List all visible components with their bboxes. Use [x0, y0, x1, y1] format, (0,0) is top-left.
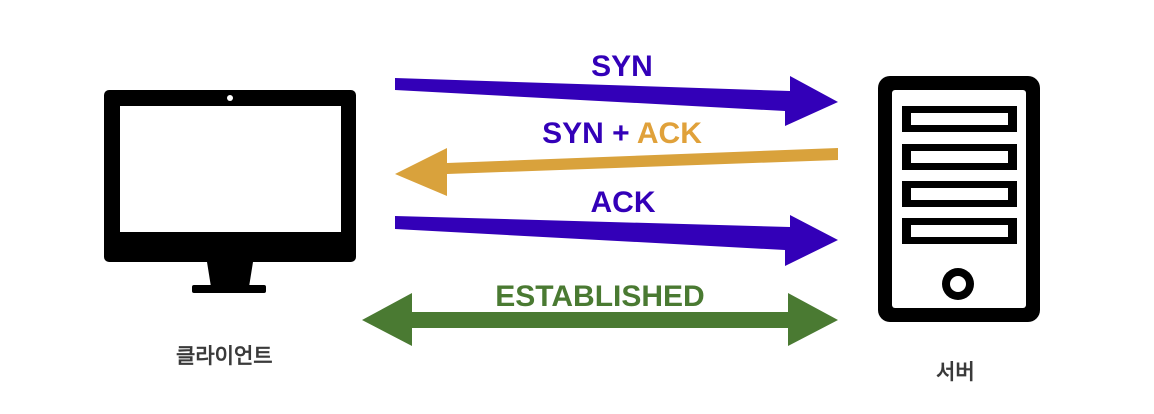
established-label: ESTABLISHED — [495, 280, 704, 313]
syn-ack-arrow — [395, 148, 838, 196]
syn-label: SYN — [591, 50, 653, 83]
client-label: 클라이언트 — [176, 344, 273, 368]
syn-ack-label-part-syn: SYN + — [542, 117, 637, 150]
ack-label: ACK — [591, 186, 656, 219]
client-computer-icon — [104, 90, 356, 293]
server-label: 서버 — [936, 360, 975, 384]
established-label-part: ESTABLISHED — [495, 280, 704, 313]
server-icon — [878, 76, 1040, 322]
syn-label-part: SYN — [591, 50, 653, 83]
ack-label-part: ACK — [591, 186, 656, 219]
syn-ack-label: SYN + ACK — [542, 117, 702, 150]
syn-ack-label-part-ack: ACK — [637, 117, 702, 150]
established-arrow — [362, 293, 838, 346]
ack-arrow — [395, 215, 838, 266]
syn-arrow — [395, 76, 838, 126]
